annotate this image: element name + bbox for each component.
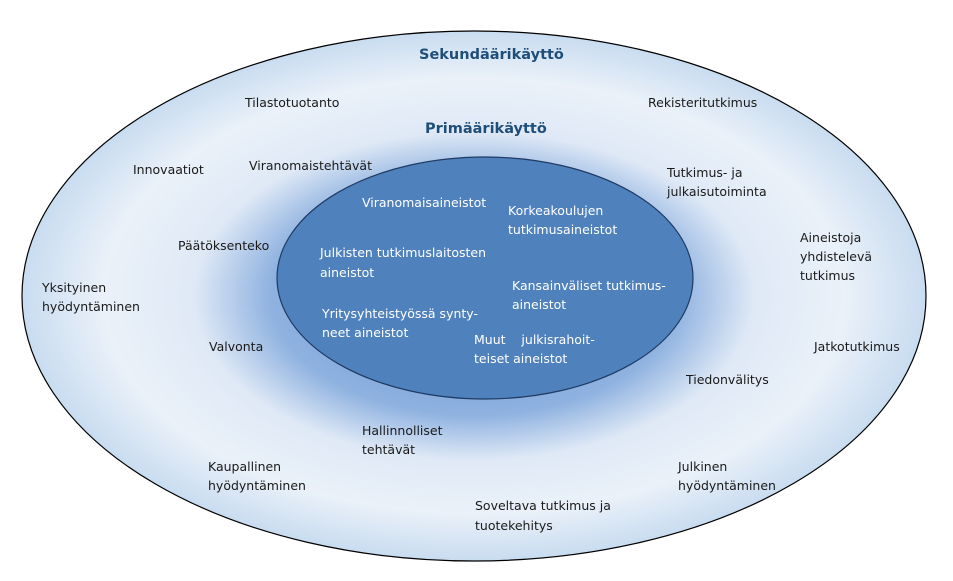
label-valvonta: Valvonta: [209, 339, 264, 354]
label-tiedonvalitys: Tiedonvälitys: [686, 372, 769, 387]
label-muut-line2: teiset aineistot: [474, 351, 568, 366]
secondary-use-title: Sekundäärikäyttö: [419, 47, 564, 63]
label-kansainvaliset-line1: Kansainväliset tutkimus-: [512, 278, 666, 293]
label-hallinnolliset-line1: Hallinnolliset: [362, 423, 443, 438]
label-kaupallinen-line2: hyödyntäminen: [208, 478, 306, 493]
label-aineistoja-line3: tutkimus: [800, 268, 856, 283]
label-korkeakoulujen-line2: tutkimusaineistot: [508, 222, 618, 237]
label-tilastotuotanto: Tilastotuotanto: [245, 95, 340, 110]
label-rekisteritutkimus: Rekisteritutkimus: [648, 95, 758, 110]
label-innovaatiot: Innovaatiot: [133, 162, 204, 177]
label-julkinen-line1: Julkinen: [678, 459, 728, 474]
label-paatoksenteko: Päätöksenteko: [178, 238, 270, 253]
label-julkisten-line1: Julkisten tutkimuslaitosten: [320, 245, 487, 260]
label-soveltava-line2: tuotekehitys: [475, 518, 553, 533]
label-soveltava-line1: Soveltava tutkimus ja: [475, 498, 611, 513]
primary-data-ellipse: [276, 156, 694, 400]
label-yritys-line2: neet aineistot: [322, 325, 409, 340]
label-hallinnolliset-line2: tehtävät: [362, 442, 416, 457]
label-julkinen-line2: hyödyntäminen: [678, 478, 776, 493]
label-yksityinen-line1: Yksityinen: [42, 280, 107, 295]
label-kansainvaliset-line2: aineistot: [512, 297, 567, 312]
primary-use-title: Primäärikäyttö: [425, 121, 547, 137]
label-viranomaistehtavat: Viranomaistehtävät: [249, 158, 372, 173]
label-jatkotutkimus: Jatkotutkimus: [814, 339, 900, 354]
label-yritys-line1: Yritysyhteistyössä synty-: [322, 306, 478, 321]
label-aineistoja-line2: yhdistelevä: [800, 249, 873, 264]
label-korkeakoulujen-line1: Korkeakoulujen: [508, 203, 604, 218]
label-julkisten-line2: aineistot: [320, 265, 375, 280]
label-aineistoja-line1: Aineistoja: [800, 230, 862, 245]
label-muut-line1: Muut julkisrahoit-: [474, 332, 595, 347]
label-kaupallinen-line1: Kaupallinen: [208, 459, 282, 474]
label-tutkimus-line2: julkaisutoiminta: [667, 184, 767, 199]
label-yksityinen-line2: hyödyntäminen: [42, 299, 140, 314]
label-viranomaisaineistot: Viranomaisaineistot: [362, 195, 487, 210]
label-tutkimus-line1: Tutkimus- ja: [667, 165, 743, 180]
